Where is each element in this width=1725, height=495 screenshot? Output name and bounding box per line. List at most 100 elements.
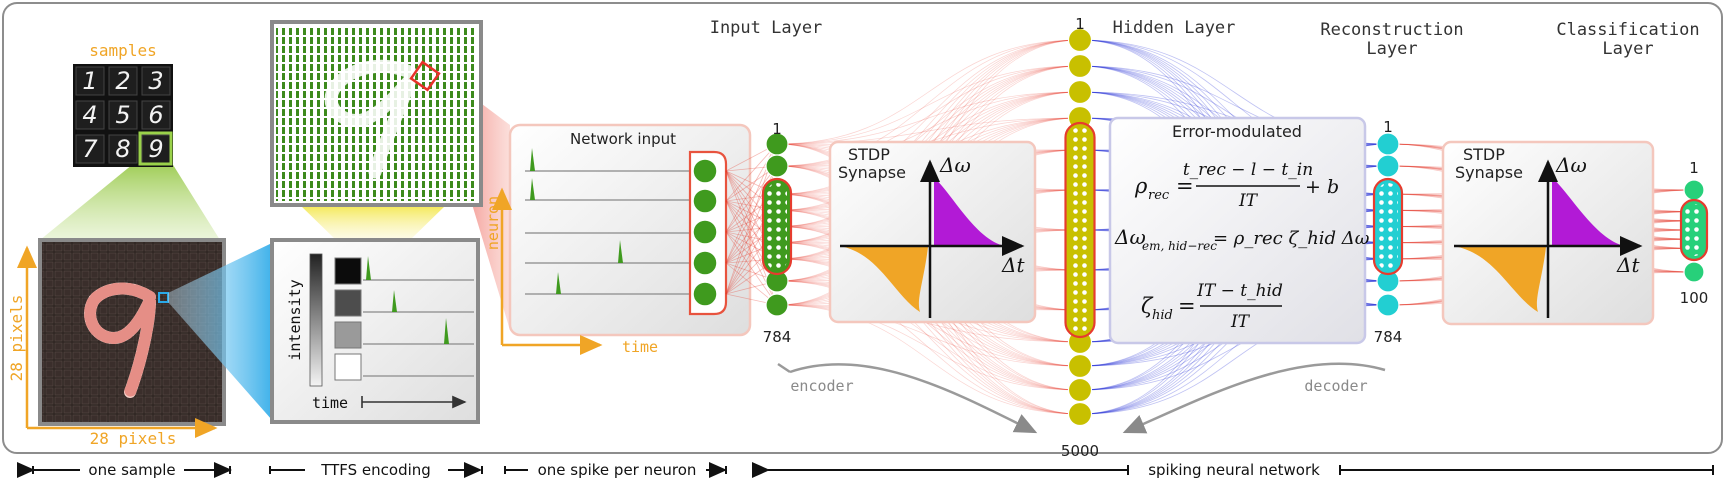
network-input-spikes — [530, 148, 623, 294]
class-layer-neuron — [1683, 261, 1705, 283]
error-modulated-title: Error-modulated — [1172, 122, 1302, 141]
pixels-horizontal-label: 28 pixels — [90, 429, 177, 448]
stdp-curve-classifier — [1454, 159, 1643, 318]
snn-label: spiking neural network — [1148, 461, 1320, 479]
hidden-layer-neuron — [1067, 27, 1093, 53]
zeta-equals: = — [1178, 294, 1196, 318]
zeta-numerator: IT − t_hid — [1196, 281, 1283, 301]
stdp-title-classifier-2: Synapse — [1455, 163, 1523, 182]
zeta-denominator: IT — [1230, 312, 1251, 332]
hidden-layer-size: 5000 — [1061, 442, 1099, 460]
samples-label: samples — [89, 41, 156, 60]
raster-digit-shape — [324, 59, 417, 179]
input-layer-label: Input Layer — [710, 18, 823, 38]
input-edge — [725, 143, 778, 202]
digit-glyph: 1 — [82, 67, 97, 95]
intensity-label: intensity — [286, 279, 304, 360]
intensity-swatch-1 — [334, 257, 362, 285]
digit-glyph: 8 — [115, 135, 130, 163]
input-layer-neuron-group-dots — [767, 183, 787, 270]
rho-lhs-sub: rec — [1148, 188, 1170, 203]
pixels-vertical-label: 28 pixels — [7, 295, 26, 382]
intensity-swatch-3 — [334, 321, 362, 349]
digit-cell — [141, 134, 171, 164]
recon-layer-neuron-group-dots — [1378, 183, 1398, 270]
stdp-delta-t-encoder: Δt — [1001, 253, 1025, 277]
digit-glyph: 3 — [148, 67, 163, 95]
class-layer-neuron — [1683, 179, 1705, 201]
synapse-edge — [776, 91, 1081, 145]
hidden-layer-neuron — [1067, 401, 1093, 427]
digit-glyph: 5 — [115, 101, 130, 129]
raster-highlight — [409, 60, 441, 92]
rho-denominator: IT — [1238, 191, 1259, 211]
hidden-layer-neuron-group-dots — [1069, 127, 1091, 333]
rho-lhs: ρ — [1134, 174, 1148, 198]
rho-equals: = — [1176, 174, 1194, 198]
stdp-title-encoder-1: STDP — [848, 145, 890, 164]
class-layer-neuron-group-dots — [1685, 204, 1703, 256]
digit-cell — [108, 134, 138, 164]
hidden-layer-first-index: 1 — [1075, 15, 1085, 33]
digit-glyph: 4 — [82, 101, 97, 129]
digit-glyph: 6 — [148, 101, 163, 129]
stdp-delta-omega-classifier: Δω — [1555, 153, 1587, 177]
input-edge — [725, 231, 778, 306]
input-edge — [725, 231, 778, 282]
input-edge — [725, 165, 778, 233]
stdp-delta-omega-encoder: Δω — [939, 153, 971, 177]
hidden-layer-neuron — [1067, 79, 1093, 105]
network-input-title: Network input — [570, 130, 676, 148]
dw-rhs: = ρ_rec ζ_hid Δω — [1213, 228, 1370, 249]
layer-neurons — [761, 27, 1709, 427]
zeta-lhs-sub: hid — [1152, 308, 1173, 323]
ttfs-encoding-label: TTFS encoding — [320, 461, 431, 479]
time-axis-label: time — [622, 338, 658, 356]
synapse-edge — [776, 65, 1081, 145]
input-layer-first-index: 1 — [772, 120, 782, 138]
one-spike-label: one spike per neuron — [538, 461, 697, 479]
stdp-delta-t-classifier: Δt — [1616, 253, 1640, 277]
decoder-label: decoder — [1304, 377, 1367, 395]
rho-tail: + b — [1305, 176, 1339, 198]
one-sample-label: one sample — [88, 461, 175, 479]
intensity-swatch-2 — [334, 289, 362, 317]
recon-layer-first-index: 1 — [1383, 118, 1393, 136]
input-layer-neuron — [765, 154, 789, 178]
reconstruction-layer-label-2: Layer — [1366, 39, 1417, 59]
outer-frame — [2, 2, 1723, 454]
digit-glyph: 7 — [82, 135, 98, 163]
hidden-layer-neuron — [1067, 377, 1093, 403]
class-layer-size: 100 — [1680, 289, 1709, 307]
ttfs-time-label: time — [312, 394, 348, 412]
reconstruction-layer-label-1: Reconstruction — [1320, 20, 1463, 40]
stdp-title-encoder-2: Synapse — [838, 163, 906, 182]
digit-cell — [108, 66, 138, 96]
recon-layer-size: 784 — [1374, 328, 1403, 346]
encoder-label: encoder — [790, 377, 853, 395]
stdp-curve-encoder — [840, 159, 1025, 318]
digit-glyph: 2 — [115, 67, 130, 95]
hidden-layer-neuron — [1067, 353, 1093, 379]
stdp-title-classifier-1: STDP — [1463, 145, 1505, 164]
ttfs-panel — [270, 238, 480, 424]
zeta-lhs: ζ — [1141, 294, 1154, 318]
error-modulated-panel — [1108, 116, 1367, 345]
digit-cell — [108, 100, 138, 130]
synapse-edge — [776, 39, 1081, 145]
bottom-brackets — [17, 462, 1714, 478]
neuron-axis-label: neuron — [484, 196, 502, 250]
intensity-swatch-4 — [334, 353, 362, 381]
hidden-layer-label: Hidden Layer — [1113, 18, 1236, 38]
digit-cell — [141, 100, 171, 130]
ttfs-timelines — [363, 279, 474, 377]
network-input-timelines — [525, 170, 690, 295]
digit-stroke-pixels — [84, 282, 156, 398]
class-layer-first-index: 1 — [1689, 159, 1699, 177]
encoder-arrow-tail — [777, 362, 791, 374]
intensity-bar — [309, 253, 323, 387]
ttfs-spikes — [366, 256, 449, 344]
encoder-arrow — [789, 363, 1038, 434]
